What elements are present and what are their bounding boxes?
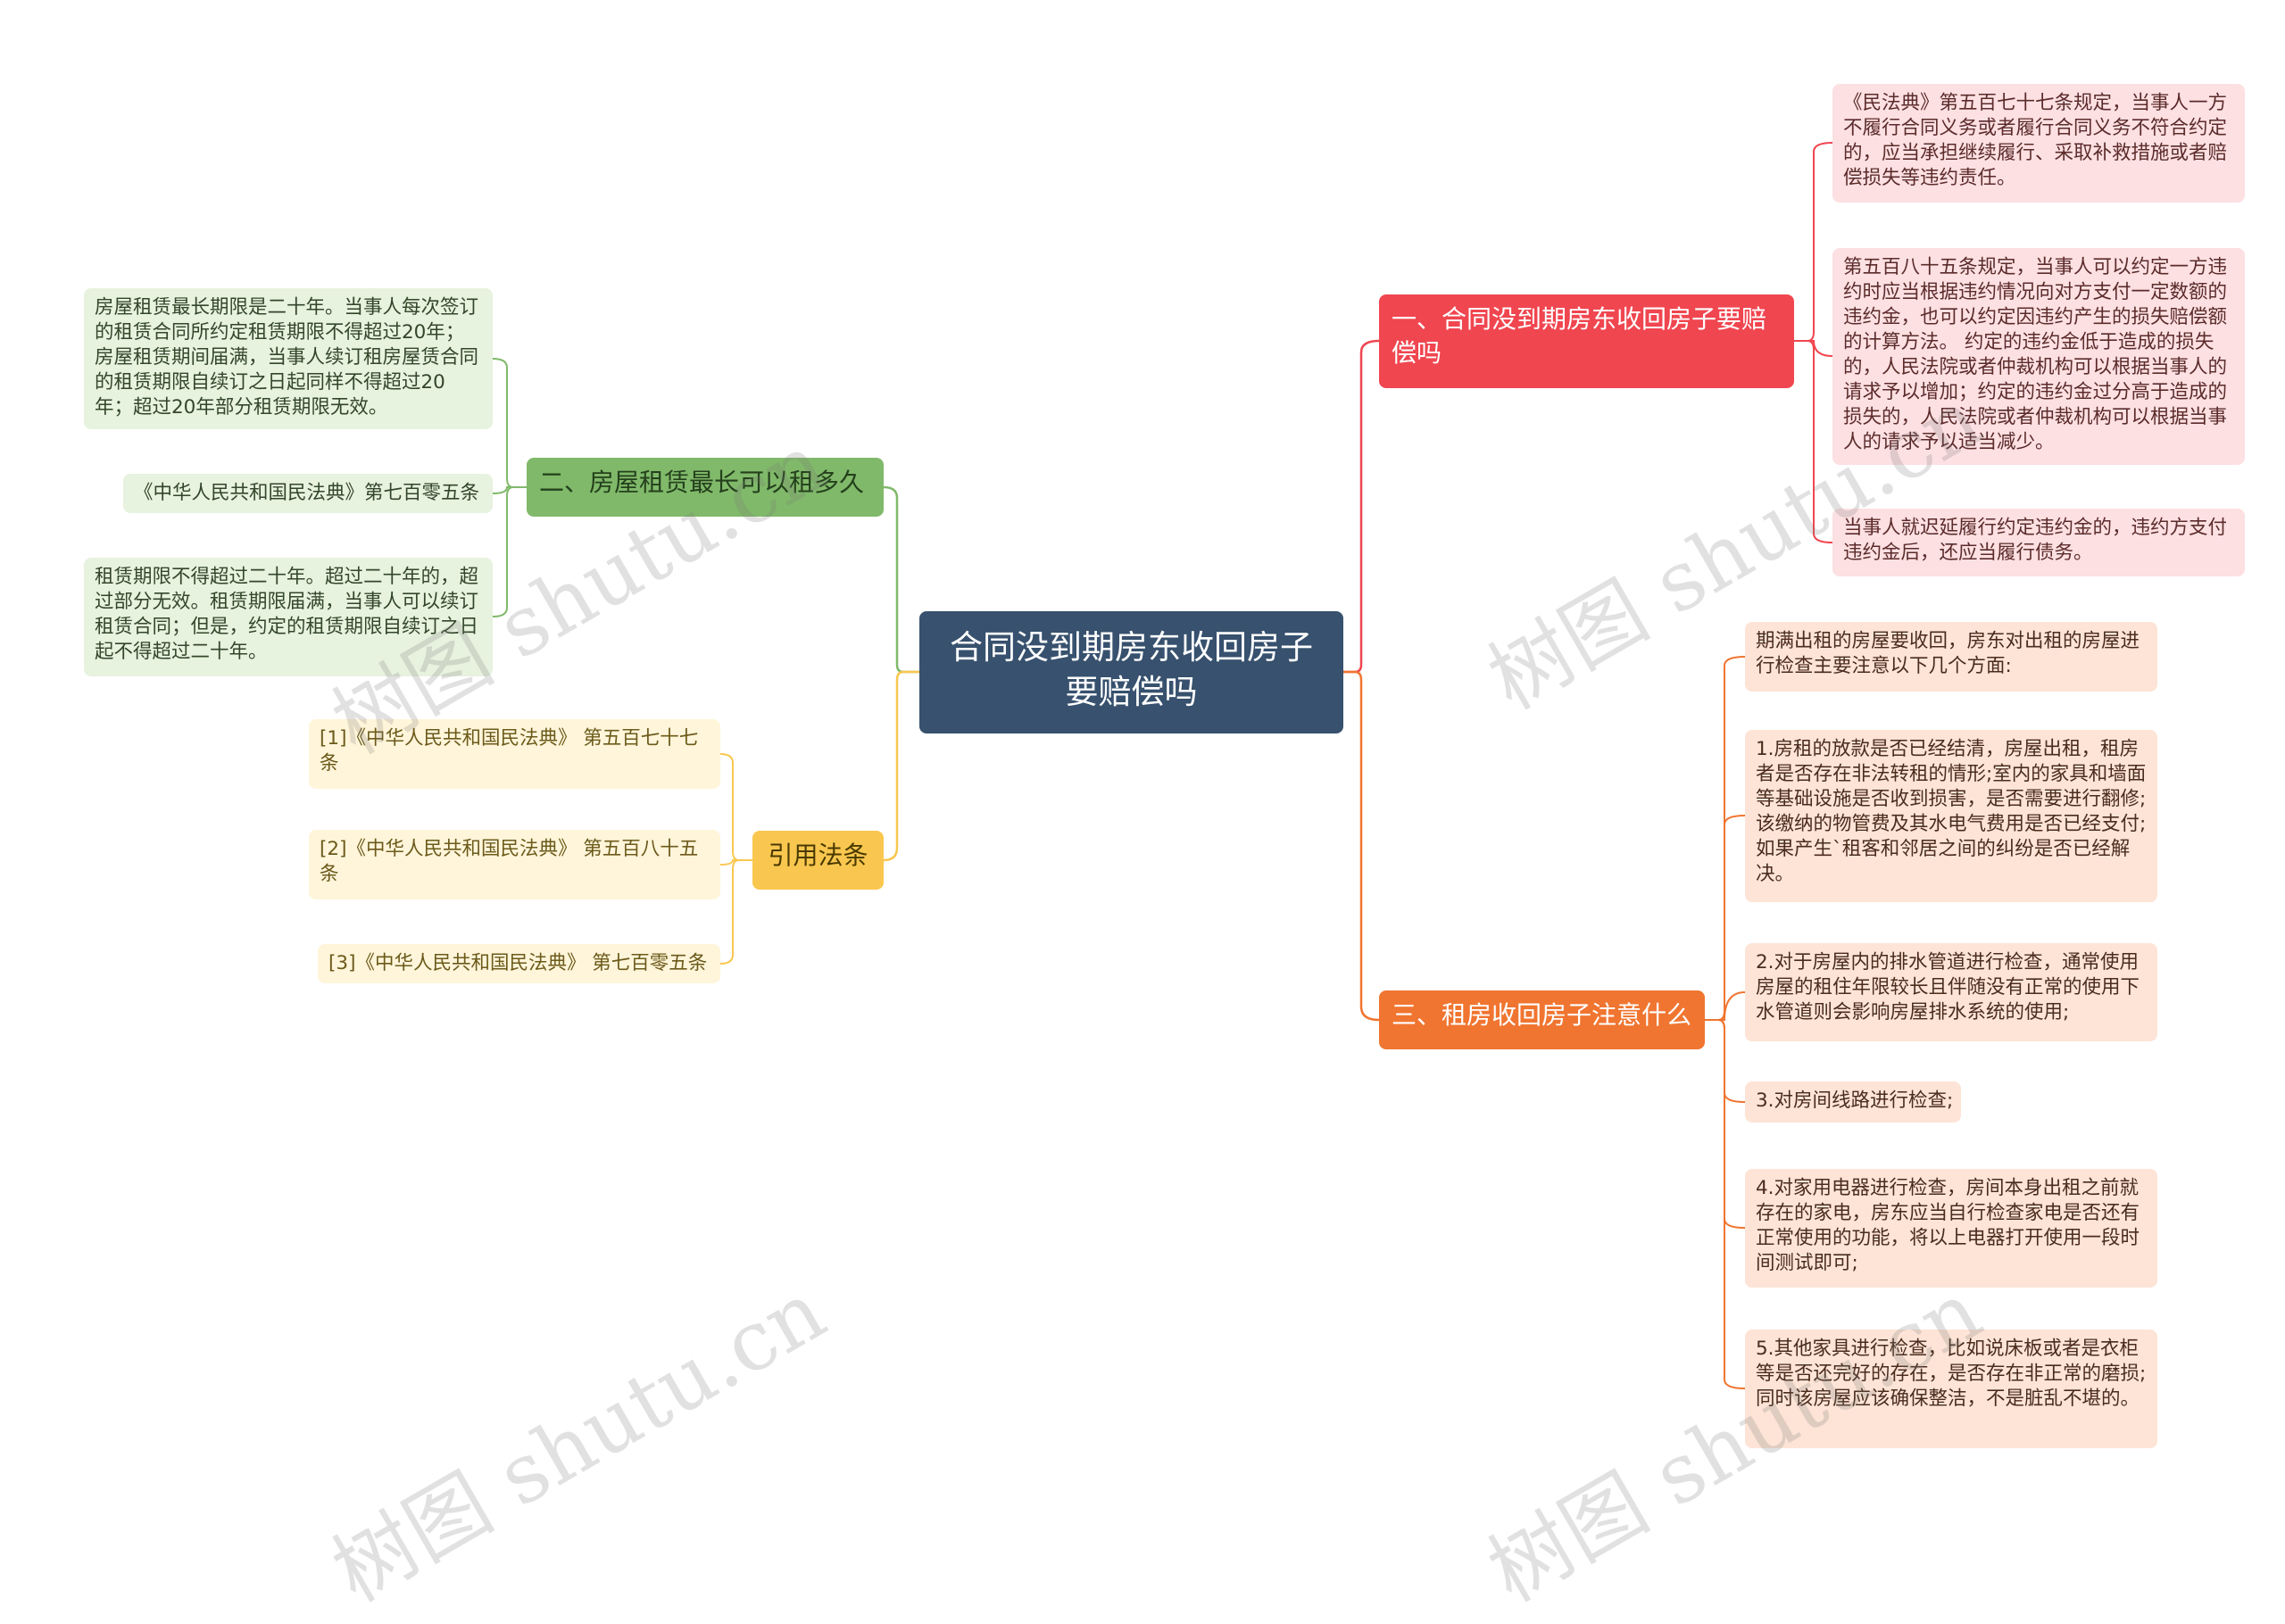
branch-reclaim-notes[interactable]: 三、租房收回房子注意什么 (1379, 990, 1705, 1049)
leaf-inspection-1[interactable]: 1.房租的放款是否已经结清，房屋出租，租房者是否存在非法转租的情形;室内的家具和… (1745, 730, 2157, 902)
leaf-text: 第五百八十五条规定，当事人可以约定一方违约时应当根据违约情况向对方支付一定数额的… (1843, 256, 2228, 453)
leaf-inspection-4[interactable]: 4.对家用电器进行检查，房间本身出租之前就存在的家电，房东应当自行检查家电是否还… (1745, 1169, 2157, 1288)
branch-reclaim-notes-label: 三、租房收回房子注意什么 (1392, 1000, 1692, 1030)
leaf-article-705-text[interactable]: 租赁期限不得超过二十年。超过二十年的，超过部分无效。租赁期限届满，当事人可以续订… (84, 558, 493, 676)
branch-cited-laws-label: 引用法条 (768, 841, 868, 870)
branch-lease-term-label: 二、房屋租赁最长可以租多久 (539, 468, 865, 497)
root-topic-text: 合同没到期房东收回房子要赔偿吗 (950, 628, 1313, 711)
leaf-max-term[interactable]: 房屋租赁最长期限是二十年。当事人每次签订的租赁合同所约定租赁期限不得超过20年；… (84, 288, 493, 429)
leaf-text: 当事人就迟延履行约定违约金的，违约方支付违约金后，还应当履行债务。 (1843, 517, 2228, 564)
leaf-text: 5.其他家具进行检查，比如说床板或者是衣柜等是否还完好的存在，是否存在非正常的磨… (1756, 1338, 2147, 1410)
leaf-text: 《民法典》第五百七十七条规定，当事人一方不履行合同义务或者履行合同义务不符合约定… (1843, 92, 2228, 189)
edge-root-b4 (1343, 670, 1380, 1022)
edge-root-b2 (883, 485, 919, 674)
leaf-citation-1[interactable]: [1]《中华人民共和国民法典》 第五百七十七条 (309, 719, 720, 789)
branch-compensation-label: 一、合同没到期房东收回房子要赔偿吗 (1392, 304, 1767, 368)
leaf-inspection-2[interactable]: 2.对于房屋内的排水管道进行检查，通常使用房屋的租住年限较长且伴随没有正常的使用… (1745, 943, 2157, 1041)
edge-root-b3 (883, 670, 919, 862)
leaf-text: 1.房租的放款是否已经结清，房屋出租，租房者是否存在非法转租的情形;室内的家具和… (1756, 738, 2147, 885)
leaf-text: 房屋租赁最长期限是二十年。当事人每次签订的租赁合同所约定租赁期限不得超过20年；… (95, 296, 479, 418)
connector-lines (492, 142, 1833, 1389)
leaf-inspection-3[interactable]: 3.对房间线路进行检查; (1745, 1081, 1961, 1123)
leaf-inspection-intro[interactable]: 期满出租的房屋要收回，房东对出租的房屋进行检查主要注意以下几个方面: (1745, 622, 2157, 692)
leaf-delay-penalty[interactable]: 当事人就迟延履行约定违约金的，违约方支付违约金后，还应当履行债务。 (1832, 509, 2245, 576)
leaf-text: 3.对房间线路进行检查; (1756, 1090, 1954, 1112)
leaf-citation-3[interactable]: [3]《中华人民共和国民法典》 第七百零五条 (318, 944, 720, 983)
leaf-article-705-title[interactable]: 《中华人民共和国民法典》第七百零五条 (123, 474, 493, 513)
leaf-text: [1]《中华人民共和国民法典》 第五百七十七条 (320, 727, 699, 775)
leaf-article-585[interactable]: 第五百八十五条规定，当事人可以约定一方违约时应当根据违约情况向对方支付一定数额的… (1832, 248, 2245, 465)
leaf-text: 《中华人民共和国民法典》第七百零五条 (134, 482, 480, 504)
leaf-citation-2[interactable]: [2]《中华人民共和国民法典》 第五百八十五条 (309, 830, 720, 899)
leaf-text: [2]《中华人民共和国民法典》 第五百八十五条 (320, 838, 699, 885)
leaf-text: 4.对家用电器进行检查，房间本身出租之前就存在的家电，房东应当自行检查家电是否还… (1756, 1177, 2140, 1274)
leaf-text: [3]《中华人民共和国民法典》 第七百零五条 (328, 952, 708, 974)
leaf-text: 期满出租的房屋要收回，房东对出租的房屋进行检查主要注意以下几个方面: (1756, 630, 2140, 677)
leaf-inspection-5[interactable]: 5.其他家具进行检查，比如说床板或者是衣柜等是否还完好的存在，是否存在非正常的磨… (1745, 1330, 2157, 1448)
root-topic[interactable]: 合同没到期房东收回房子要赔偿吗 (919, 611, 1343, 733)
branch-compensation[interactable]: 一、合同没到期房东收回房子要赔偿吗 (1379, 294, 1794, 388)
leaf-article-577[interactable]: 《民法典》第五百七十七条规定，当事人一方不履行合同义务或者履行合同义务不符合约定… (1832, 84, 2245, 203)
edge-root-b1 (1343, 339, 1380, 674)
branch-cited-laws[interactable]: 引用法条 (752, 831, 884, 890)
leaf-text: 租赁期限不得超过二十年。超过二十年的，超过部分无效。租赁期限届满，当事人可以续订… (95, 566, 479, 663)
branch-lease-term[interactable]: 二、房屋租赁最长可以租多久 (527, 458, 884, 517)
leaf-text: 2.对于房屋内的排水管道进行检查，通常使用房屋的租住年限较长且伴随没有正常的使用… (1756, 951, 2140, 1023)
